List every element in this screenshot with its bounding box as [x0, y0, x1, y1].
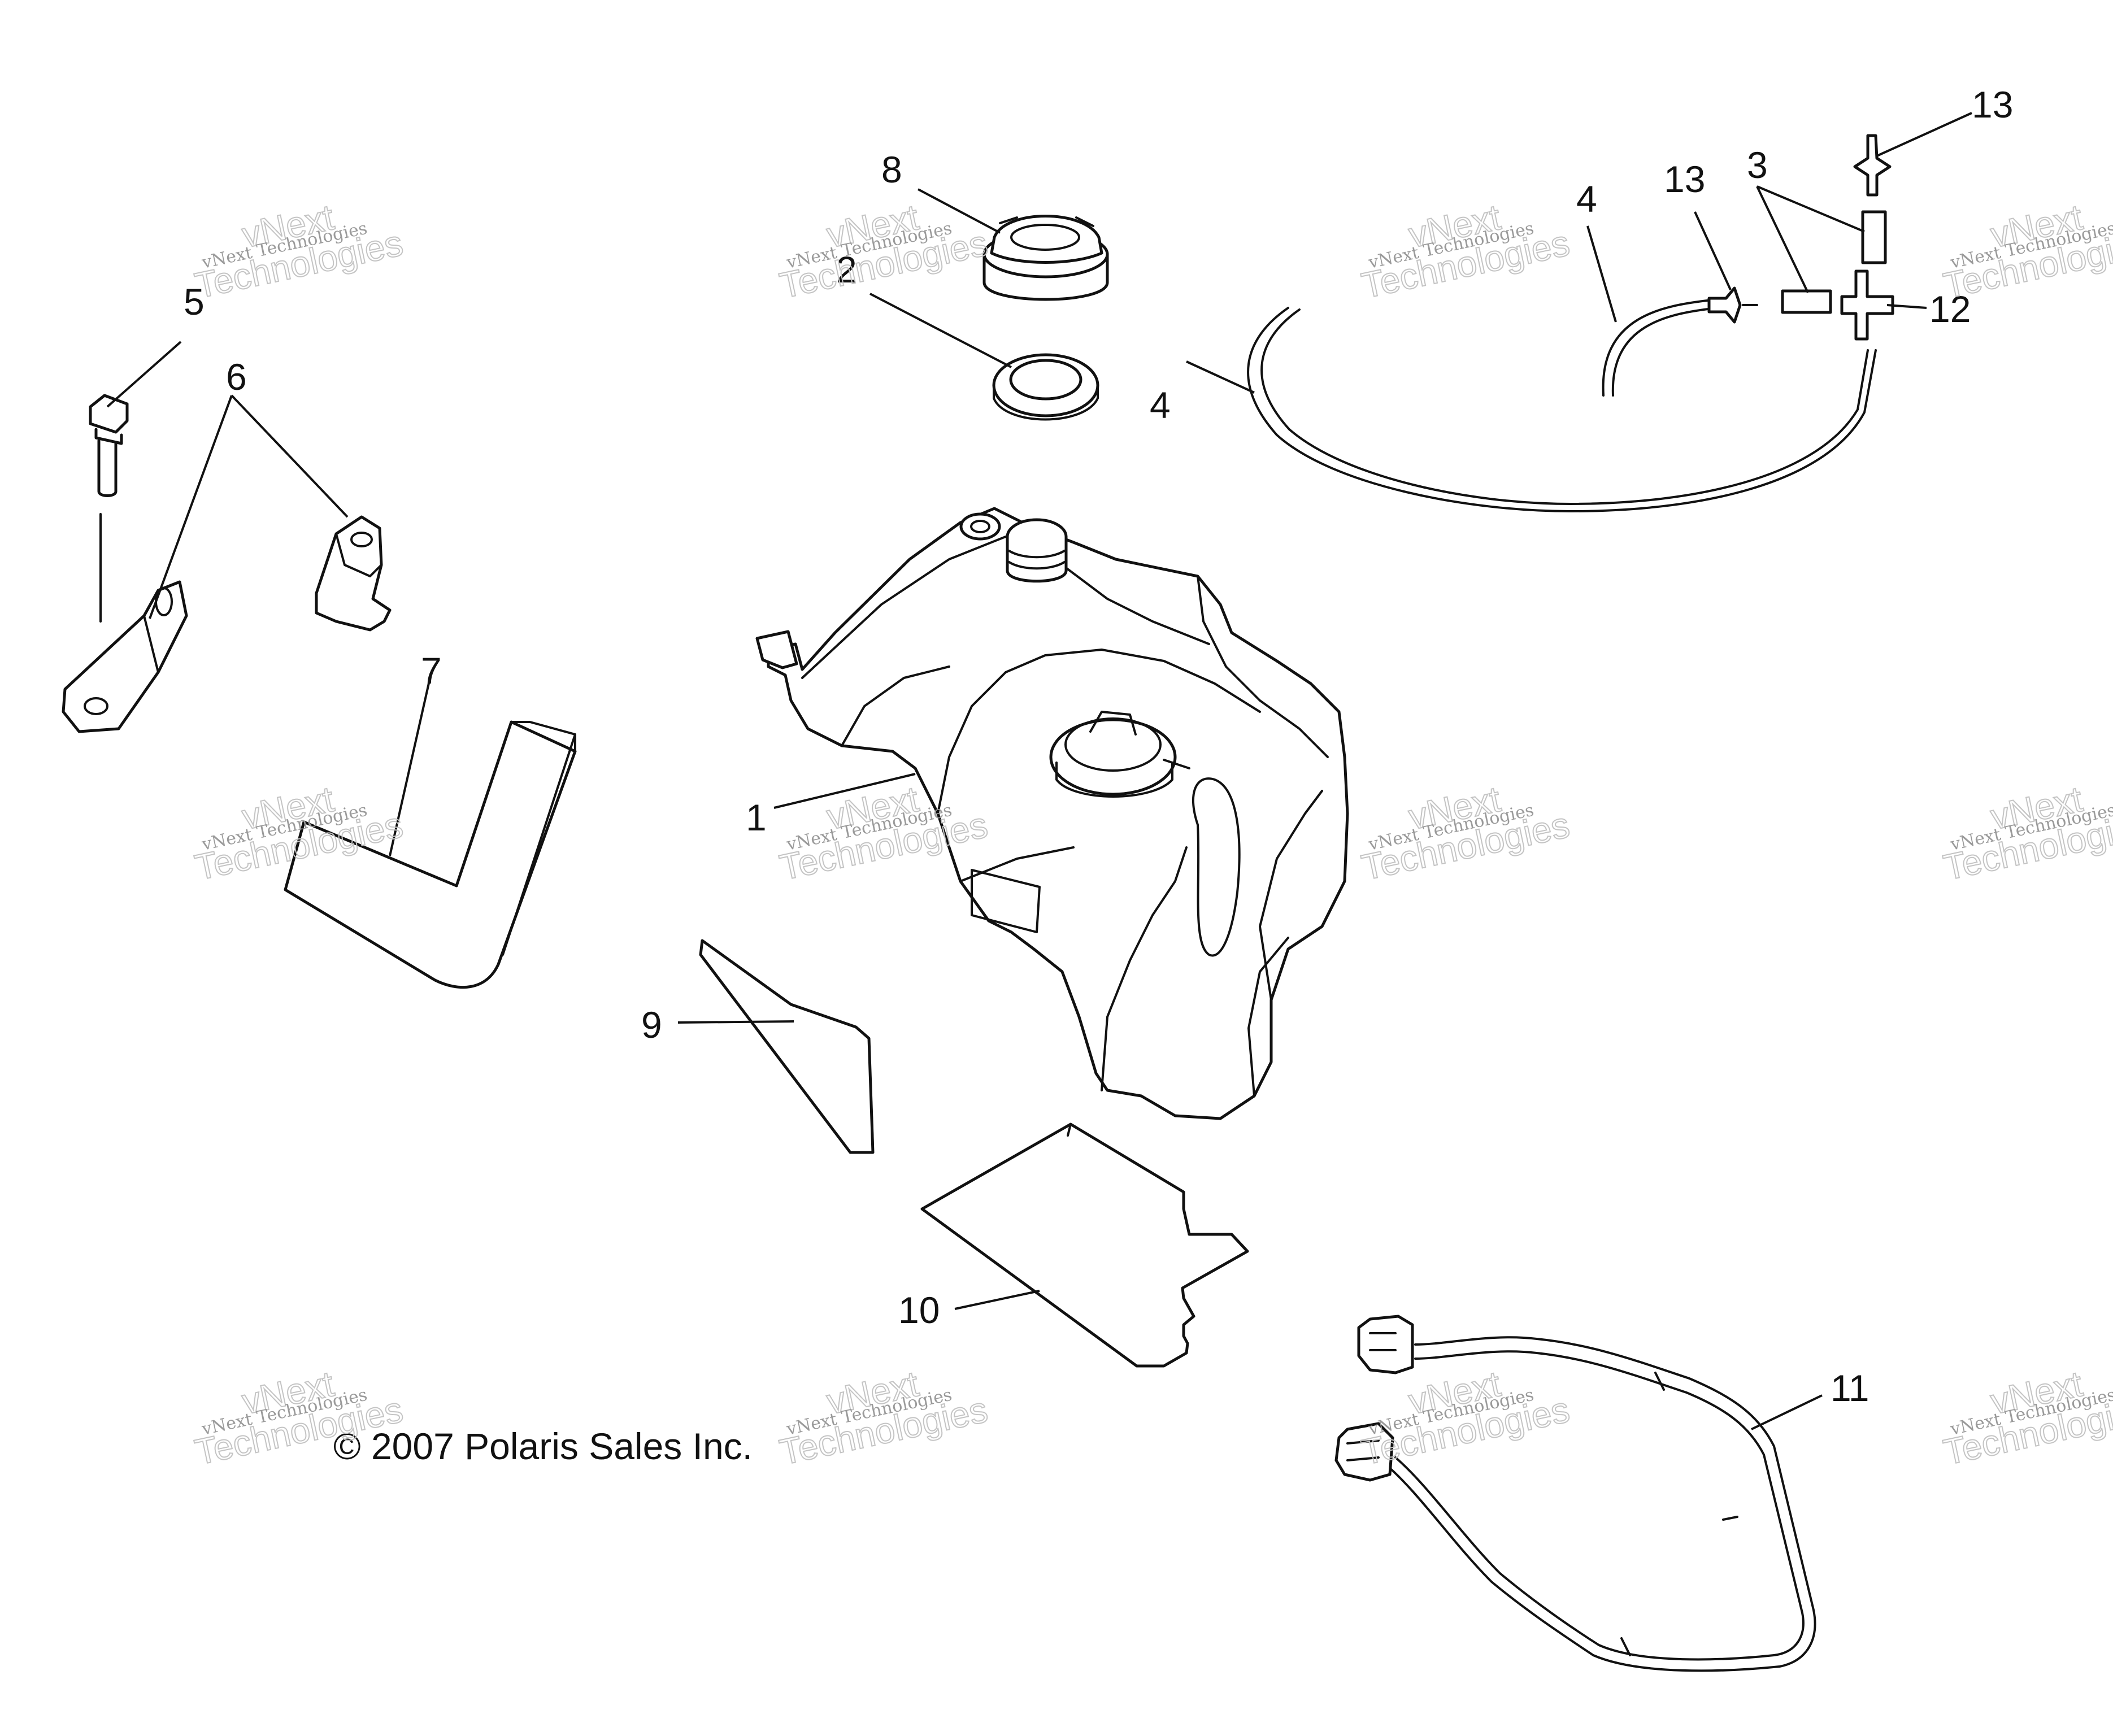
watermark-tile-1: vNext vNext Technologies Technologies	[191, 196, 407, 307]
watermark-tile-3: vNext vNext Technologies Technologies	[1358, 196, 1573, 307]
bottom-pad	[920, 1122, 1249, 1368]
callout-labels: 1 2 3 4 4 5 6 7 8 9 10 11 12 13 13	[184, 84, 2013, 1409]
callout-13-top: 13	[1972, 84, 2013, 125]
callout-12: 12	[1929, 288, 1971, 330]
vent-hose-short	[1602, 298, 1719, 397]
tank-pad	[284, 720, 577, 989]
callout-5: 5	[184, 281, 205, 323]
mounting-bolt	[89, 394, 129, 623]
callout-11: 11	[1831, 1367, 1869, 1409]
watermark-tile-2: vNext vNext Technologies Technologies	[776, 196, 992, 307]
short-hose	[1781, 210, 1887, 314]
callout-2: 2	[836, 249, 857, 290]
watermark-tile-12: vNext vNext Technologies Technologies	[1940, 1363, 2113, 1473]
callout-4-right: 4	[1576, 178, 1597, 220]
callout-4-left: 4	[1150, 384, 1171, 426]
check-valve-left	[1707, 286, 1758, 324]
callout-8: 8	[881, 149, 902, 190]
cap-gasket	[992, 353, 1099, 421]
tee-fitting	[1840, 269, 1894, 341]
watermark-tile-10: vNext vNext Technologies Technologies	[776, 1363, 992, 1473]
watermark-tile-7: vNext vNext Technologies Technologies	[1358, 778, 1573, 889]
callout-1: 1	[746, 797, 767, 838]
copyright-notice: © 2007 Polaris Sales Inc.	[333, 1425, 753, 1467]
fuel-cap	[982, 215, 1109, 301]
callout-10: 10	[898, 1289, 940, 1331]
check-valve-top	[1853, 134, 1892, 197]
side-pad	[699, 939, 875, 1154]
fuel-pump-harness	[1334, 1315, 1816, 1672]
callout-9: 9	[641, 1004, 662, 1046]
watermark-tile-4: vNext vNext Technologies Technologies	[1940, 196, 2113, 307]
callout-7: 7	[421, 650, 442, 691]
callout-3: 3	[1747, 144, 1768, 186]
vent-hose-long	[1247, 307, 1877, 512]
watermark-tile-8: vNext vNext Technologies Technologies	[1940, 778, 2113, 889]
callout-13-left: 13	[1664, 158, 1705, 200]
fuel-tank	[755, 507, 1349, 1120]
tank-bracket-right	[315, 515, 392, 632]
tank-bracket-left	[62, 580, 188, 733]
callout-6: 6	[226, 356, 247, 398]
leader-lines	[106, 112, 1972, 1430]
